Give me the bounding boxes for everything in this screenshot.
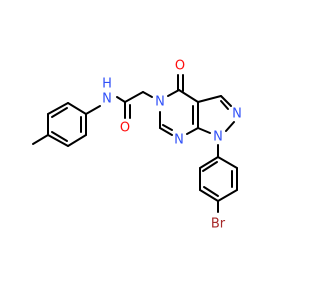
bonds bbox=[32, 74, 238, 213]
bond-ch2-n5 bbox=[142, 91, 153, 98]
bond-tolyl-n bbox=[85, 105, 101, 115]
atom-o-amide: O bbox=[120, 121, 130, 136]
atom-labels: N H O O N N N N Br bbox=[102, 59, 242, 232]
bond-tolyl-5 bbox=[67, 134, 87, 147]
bond-c3-n2 bbox=[220, 95, 232, 107]
bond-tolyl-6 bbox=[47, 134, 69, 147]
bond-bromo-4 bbox=[217, 189, 238, 202]
bond-n5-c4 bbox=[167, 89, 180, 97]
bond-bromo-1 bbox=[199, 156, 219, 169]
bond-c7a-n7 bbox=[186, 127, 199, 135]
atom-br: Br bbox=[211, 217, 226, 232]
atom-n2: N bbox=[232, 107, 242, 122]
bond-n1-c7a bbox=[197, 127, 211, 134]
bond-bromo-3b bbox=[203, 186, 219, 197]
atom-n1: N bbox=[213, 130, 223, 145]
bond-carbonyl-ch2 bbox=[124, 91, 144, 103]
bond-tolyl-6b bbox=[51, 131, 68, 142]
atom-n5: N bbox=[155, 95, 165, 110]
atom-n-amide: N bbox=[102, 92, 112, 107]
bond-n7-c6-b bbox=[162, 124, 173, 131]
bond-bromo-3 bbox=[199, 189, 219, 202]
bond-tolyl-2b bbox=[51, 107, 68, 118]
bond-bromo-6 bbox=[217, 156, 238, 169]
bond-c4-c3a bbox=[178, 89, 199, 103]
bond-tolyl-3 bbox=[67, 102, 87, 115]
bond-bromo-1b bbox=[202, 161, 218, 172]
bond-n7-c6 bbox=[159, 127, 173, 136]
molecule-structure: N H O O N N N N Br bbox=[32, 59, 242, 232]
bond-c3a-c3 bbox=[197, 95, 222, 103]
bond-methyl bbox=[32, 134, 49, 145]
bond-c3-n2-b bbox=[220, 100, 229, 110]
bond-n2-n1 bbox=[225, 121, 235, 132]
atom-o-ring: O bbox=[175, 59, 185, 74]
molecule-diagram: N H O O N N N N Br bbox=[32, 59, 242, 232]
bond-tolyl-2 bbox=[47, 102, 69, 115]
bond-n-carbonyl bbox=[116, 96, 126, 103]
atom-n7: N bbox=[174, 133, 184, 148]
atom-h-amide: H bbox=[102, 77, 112, 92]
